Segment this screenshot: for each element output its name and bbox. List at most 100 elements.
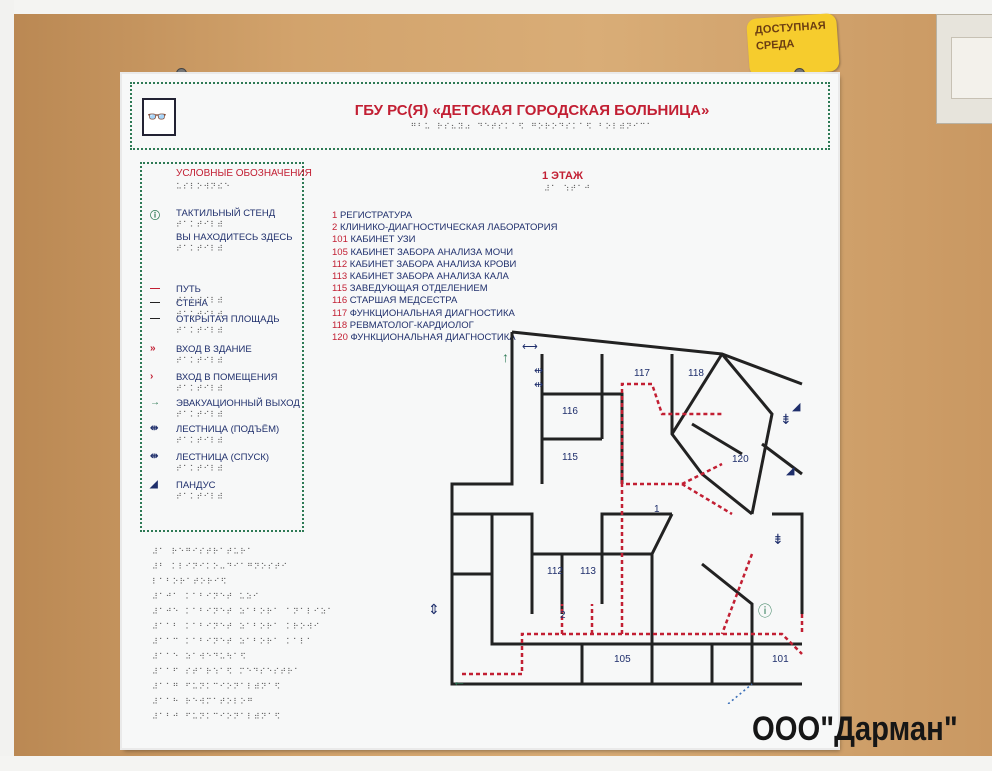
stairs-icon: ⇹ (534, 379, 543, 391)
header-frame (130, 82, 830, 150)
switch-key (951, 37, 992, 99)
sticker-line2: СРЕДА (755, 37, 795, 53)
sign-title: ГБУ РС(Я) «ДЕТСКАЯ ГОРОДСКАЯ БОЛЬНИЦА» (354, 102, 710, 119)
room-list-item: 120 ФУНКЦИОНАЛЬНАЯ ДИАГНОСТИКА (332, 332, 557, 344)
braille-title: ⠛⠃⠥ ⠗⠎⠦⠽⠴ ⠙⠑⠞⠎⠅⠁⠫ ⠛⠕⠗⠕⠙⠎⠅⠁⠫ ⠃⠕⠇⠾⠝⠊⠉⠁ (410, 122, 654, 131)
plan-room-label: 118 (688, 368, 704, 379)
legend-item-label: ЭВАКУАЦИОННЫЙ ВЫХОД (176, 398, 300, 409)
room-number: 115 (332, 283, 348, 295)
accessible-environment-sticker: ДОСТУПНАЯ СРЕДА (746, 12, 840, 78)
room-list-item: 117 ФУНКЦИОНАЛЬНАЯ ДИАГНОСТИКА (332, 308, 557, 320)
legend-braille: ⠥⠎⠇⠕⠺⠝⠮⠑ (176, 182, 231, 191)
stairs-icon: ⇟ (772, 531, 784, 547)
room-name: ФУНКЦИОНАЛЬНАЯ ДИАГНОСТИКА (350, 332, 516, 344)
evacuation-exit-icon: ↑ (502, 349, 509, 365)
legend-item-label: ЛЕСТНИЦА (ПОДЪЁМ) (176, 424, 280, 435)
room-list-item: 118 РЕВМАТОЛОГ-КАРДИОЛОГ (332, 320, 557, 332)
stairs-icon: ⇟ (780, 411, 792, 427)
plan-room-label: 116 (562, 406, 578, 417)
plan-room-label: 117 (634, 368, 650, 379)
sticker-line1: ДОСТУПНАЯ (754, 19, 827, 37)
room-list-item: 116 СТАРШАЯ МЕДСЕСТРА (332, 295, 557, 307)
plan-room-label: 115 (562, 452, 578, 463)
legend-item-braille: ⠞⠁⠅⠞⠊⠇⠾ (176, 220, 225, 229)
floor-title: 1 ЭТАЖ (542, 170, 583, 182)
photo-frame-bottom (0, 756, 992, 771)
legend-item-braille: ⠞⠁⠅⠞⠊⠇⠾ (176, 326, 225, 335)
room-list-item: 115 ЗАВЕДУЮЩАЯ ОТДЕЛЕНИЕМ (332, 283, 557, 295)
evacuation-exit-icon: ← (452, 673, 466, 689)
room-name: КАБИНЕТ УЗИ (350, 234, 416, 246)
stairs-icon: ⇹ (534, 365, 543, 377)
legend-item-braille: ⠞⠁⠅⠞⠊⠇⠾ (176, 464, 225, 473)
legend-item-label: ВХОД В ЗДАНИЕ (176, 344, 252, 355)
room-entrance-icon: › (150, 371, 154, 382)
room-number: 118 (332, 319, 348, 331)
legend-item-braille: ⠞⠁⠅⠞⠊⠇⠾ (176, 436, 225, 445)
room-name: ЗАВЕДУЮЩАЯ ОТДЕЛЕНИЕМ (349, 283, 488, 295)
path-line-icon: — (150, 283, 160, 294)
legend-item-braille: ⠞⠁⠅⠞⠊⠇⠾ (176, 296, 225, 305)
room-list-item: 2 КЛИНИКО-ДИАГНОСТИЧЕСКАЯ ЛАБОРАТОРИЯ (332, 222, 557, 234)
plan-room-label: 112 (547, 566, 563, 577)
legend-item-label: ТАКТИЛЬНЫЙ СТЕНД (176, 208, 276, 219)
room-list-item: 105 КАБИНЕТ ЗАБОРА АНАЛИЗА МОЧИ (332, 247, 557, 259)
arrow-icon: ⟷ (522, 341, 538, 353)
room-list-item: 101 КАБИНЕТ УЗИ (332, 234, 557, 246)
open-area-icon: — (150, 313, 160, 324)
legend-item-braille: ⠞⠁⠅⠞⠊⠇⠾ (176, 410, 225, 419)
ramp-icon: ◢ (786, 465, 795, 477)
braille-room-list: ⠼⠁ ⠗⠑⠛⠊⠎⠞⠗⠁⠞⠥⠗⠁⠼⠃ ⠅⠇⠊⠝⠊⠅⠕⠤⠙⠊⠁⠛⠝⠕⠎⠞⠊ ⠇⠁⠃⠕… (152, 547, 335, 721)
plan-room-label: 105 (614, 654, 631, 665)
legend-item-braille: ⠞⠁⠅⠞⠊⠇⠾ (176, 384, 225, 393)
legend-item-braille: ⠞⠁⠅⠞⠊⠇⠾ (176, 356, 225, 365)
room-name: КЛИНИКО-ДИАГНОСТИЧЕСКАЯ ЛАБОРАТОРИЯ (339, 222, 558, 234)
room-name: ФУНКЦИОНАЛЬНАЯ ДИАГНОСТИКА (349, 307, 515, 319)
room-number: 113 (332, 271, 348, 283)
plan-room-label: 101 (772, 654, 789, 665)
company-watermark: ООО"Дарман" (752, 710, 958, 748)
legend-item-braille: ⠞⠁⠅⠞⠊⠇⠾ (176, 310, 225, 319)
room-name: КАБИНЕТ ЗАБОРА АНАЛИЗА КРОВИ (349, 258, 517, 270)
info-stand-icon: ⓘ (150, 211, 160, 222)
room-number: 101 (332, 234, 348, 246)
wall-line-icon: — (150, 297, 160, 308)
light-switch (936, 14, 992, 124)
braille-floor: ⠼⠁ ⠱⠞⠁⠚ (544, 184, 591, 193)
room-number: 116 (332, 295, 348, 307)
room-number: 2 (332, 222, 338, 234)
evacuation-exit-icon: → (150, 397, 160, 408)
room-number: 1 (332, 210, 338, 221)
tactile-floor-plan-board: 👓 ГБУ РС(Я) «ДЕТСКАЯ ГОРОДСКАЯ БОЛЬНИЦА»… (122, 74, 838, 748)
legend-item-label: ВЫ НАХОДИТЕСЬ ЗДЕСЬ (176, 232, 293, 243)
room-name: РЕВМАТОЛОГ-КАРДИОЛОГ (349, 319, 474, 331)
plan-room-label: 120 (732, 454, 749, 465)
room-list-item: 112 КАБИНЕТ ЗАБОРА АНАЛИЗА КРОВИ (332, 259, 557, 271)
info-stand-icon: ⓘ (758, 603, 772, 619)
legend-item-label: ПУТЬ (176, 284, 201, 295)
legend-item-label: ПАНДУС (176, 480, 216, 491)
room-number: 120 (332, 332, 348, 344)
building-entrance-icon: » (150, 343, 156, 354)
legend-item-label: ЛЕСТНИЦА (СПУСК) (176, 452, 270, 463)
room-number: 105 (332, 246, 348, 258)
legend-title: УСЛОВНЫЕ ОБОЗНАЧЕНИЯ (176, 168, 312, 179)
room-number: 117 (332, 307, 348, 319)
room-name: РЕГИСТРАТУРА (339, 210, 413, 221)
room-list-item: 113 КАБИНЕТ ЗАБОРА АНАЛИЗА КАЛА (332, 271, 557, 283)
legend-item-braille: ⠞⠁⠅⠞⠊⠇⠾ (176, 492, 225, 501)
room-list-item: 1 РЕГИСТРАТУРА (332, 210, 557, 222)
legend-item-label: СТЕНА (176, 298, 208, 309)
stairs-down-icon: ⇹ (150, 451, 159, 462)
plan-room-label: 113 (580, 566, 596, 577)
legend-item-label: ОТКРЫТАЯ ПЛОЩАДЬ (176, 314, 280, 325)
low-vision-glasses-icon: 👓 (142, 98, 176, 136)
room-name: СТАРШАЯ МЕДСЕСТРА (349, 295, 458, 307)
room-name: КАБИНЕТ ЗАБОРА АНАЛИЗА КАЛА (349, 271, 509, 283)
stairs-icon: ⇕ (428, 601, 440, 617)
plan-room-label: 2 (560, 610, 566, 621)
ramp-icon: ◢ (150, 479, 158, 490)
stairs-up-icon: ⇹ (150, 423, 159, 434)
